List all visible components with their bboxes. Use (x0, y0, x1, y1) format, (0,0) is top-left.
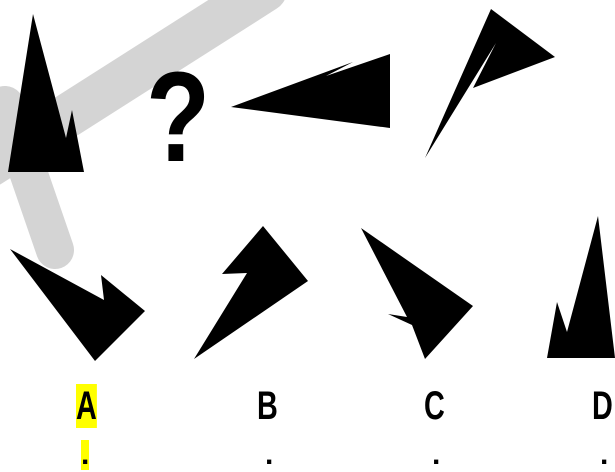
option-d-dot: . (600, 438, 609, 471)
option-a-dot: . (81, 438, 90, 471)
option-b-dot: . (265, 438, 274, 471)
option-d-label[interactable]: D (592, 384, 613, 428)
question-mark: ? (146, 46, 211, 189)
option-a-label[interactable]: A (76, 384, 97, 428)
option-b-label[interactable]: B (257, 384, 278, 428)
option-c-label[interactable]: C (424, 384, 445, 428)
option-c-dot: . (432, 438, 441, 471)
